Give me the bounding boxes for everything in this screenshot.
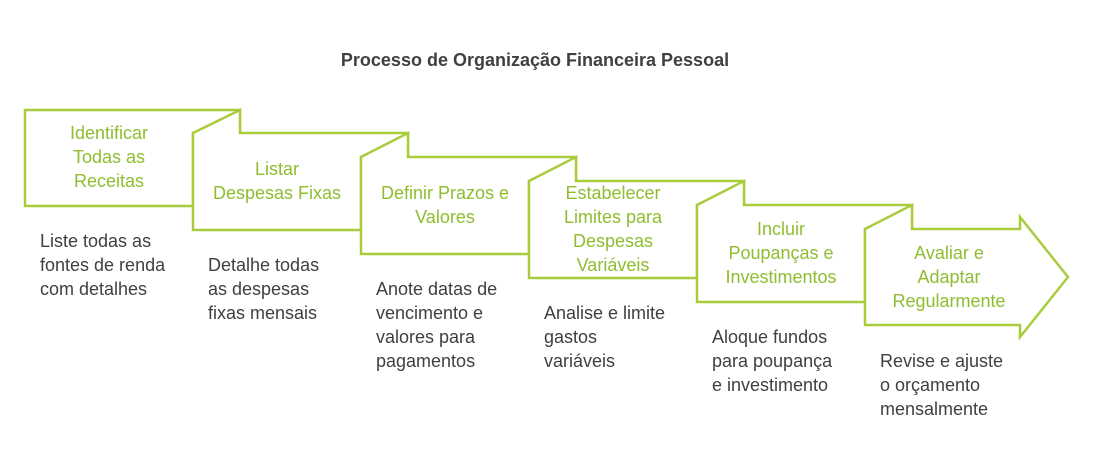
step-4-description: Analise e limite gastos variáveis <box>544 303 666 371</box>
step-3-title: Definir Prazos e Valores <box>380 183 510 227</box>
step-2-title: Listar Despesas Fixas <box>212 159 342 203</box>
step-4-title: Estabelecer Limites para Despesas Variáv… <box>563 183 663 275</box>
step-6-title: Avaliar e Adaptar Regularmente <box>892 243 1006 311</box>
step-2-description: Detalhe todas as despesas fixas mensais <box>208 255 320 323</box>
step-5-title: Incluir Poupanças e Investimentos <box>725 219 837 287</box>
step-shape-6 <box>863 202 1070 341</box>
step-1-description: Liste todas as fontes de renda com detal… <box>40 231 166 299</box>
step-3-description: Anote datas de vencimento e valores para… <box>376 279 498 371</box>
diagram-title: Processo de Organização Financeira Pesso… <box>340 50 730 70</box>
step-6-description: Revise e ajuste o orçamento mensalmente <box>880 351 1004 419</box>
step-1-title: Identificar Todas as Receitas <box>69 123 149 191</box>
step-5-description: Aloque fundos para poupança e investimen… <box>712 327 833 395</box>
